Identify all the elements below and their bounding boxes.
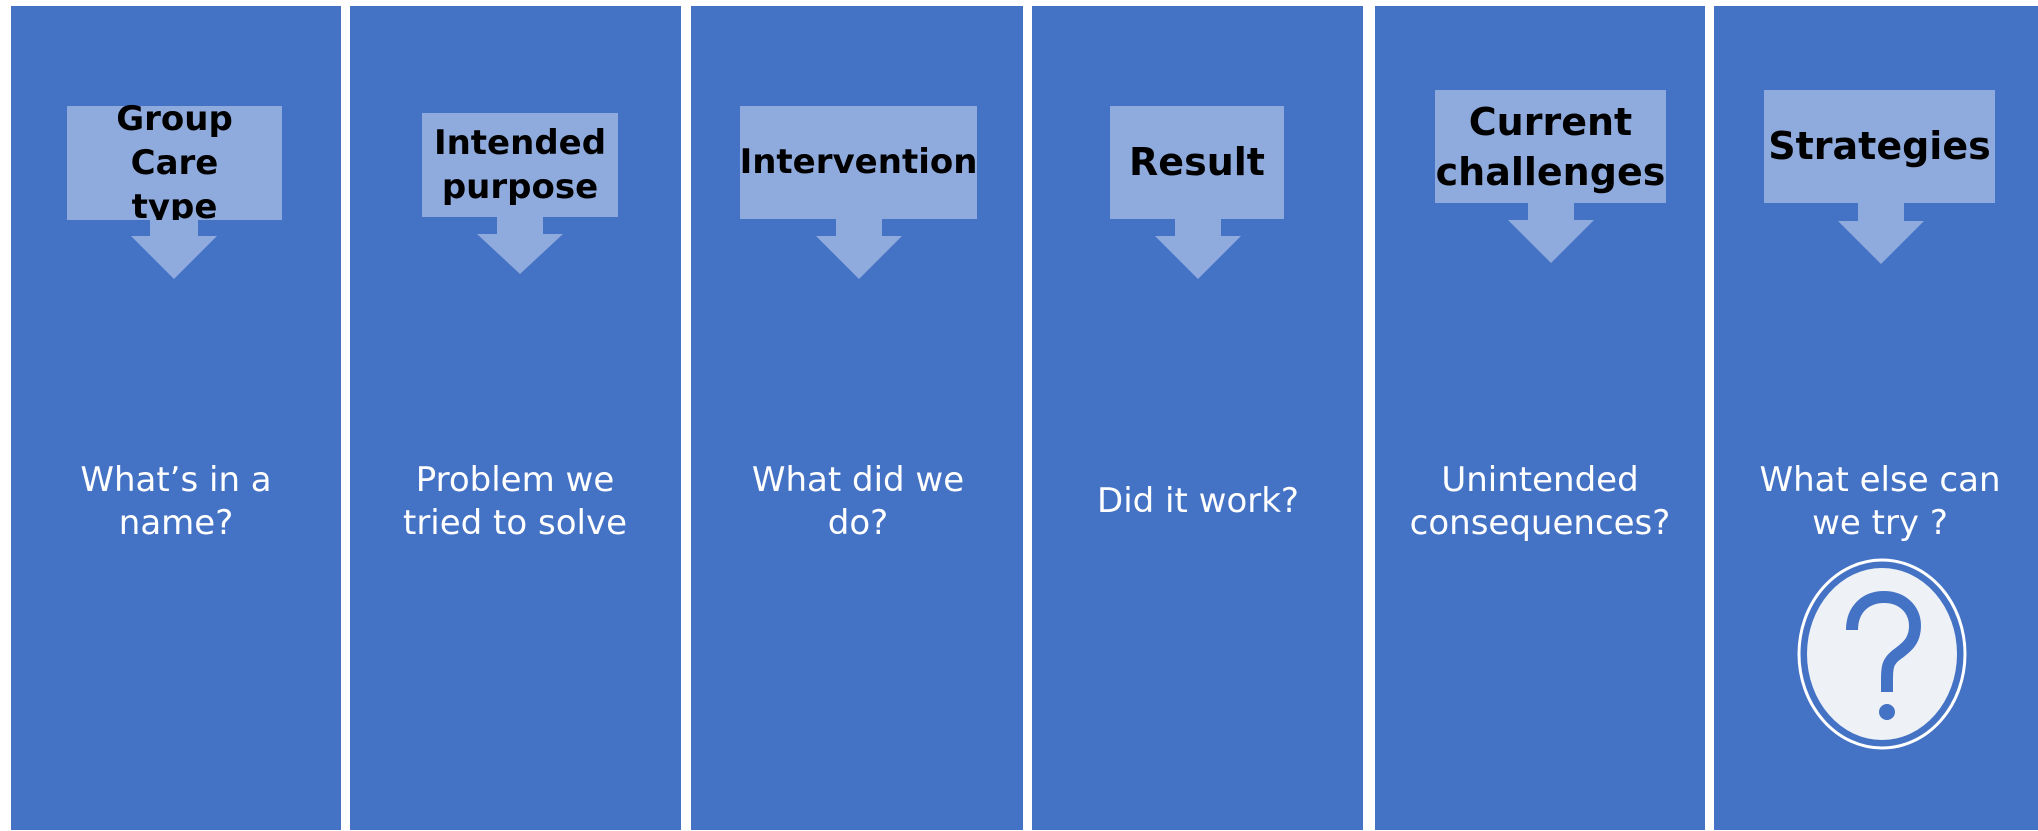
column-question: Unintended consequences? xyxy=(1409,460,1671,543)
column-question: Problem we tried to solve xyxy=(402,460,627,543)
header-label: Result xyxy=(1110,106,1284,219)
header-label: Intervention xyxy=(740,106,977,219)
header-label: Intended purpose xyxy=(422,113,618,217)
header-label: Current challenges xyxy=(1435,90,1666,203)
header-label: Group Care type xyxy=(67,99,282,227)
header-label: Strategies xyxy=(1764,90,1995,203)
question-mark-icon xyxy=(1797,558,1967,750)
column-question: What’s in a name? xyxy=(80,460,272,543)
column-question: What else can we try ? xyxy=(1759,460,2001,543)
column-question: What did we do? xyxy=(751,460,965,543)
column-question: Did it work? xyxy=(1097,481,1299,521)
